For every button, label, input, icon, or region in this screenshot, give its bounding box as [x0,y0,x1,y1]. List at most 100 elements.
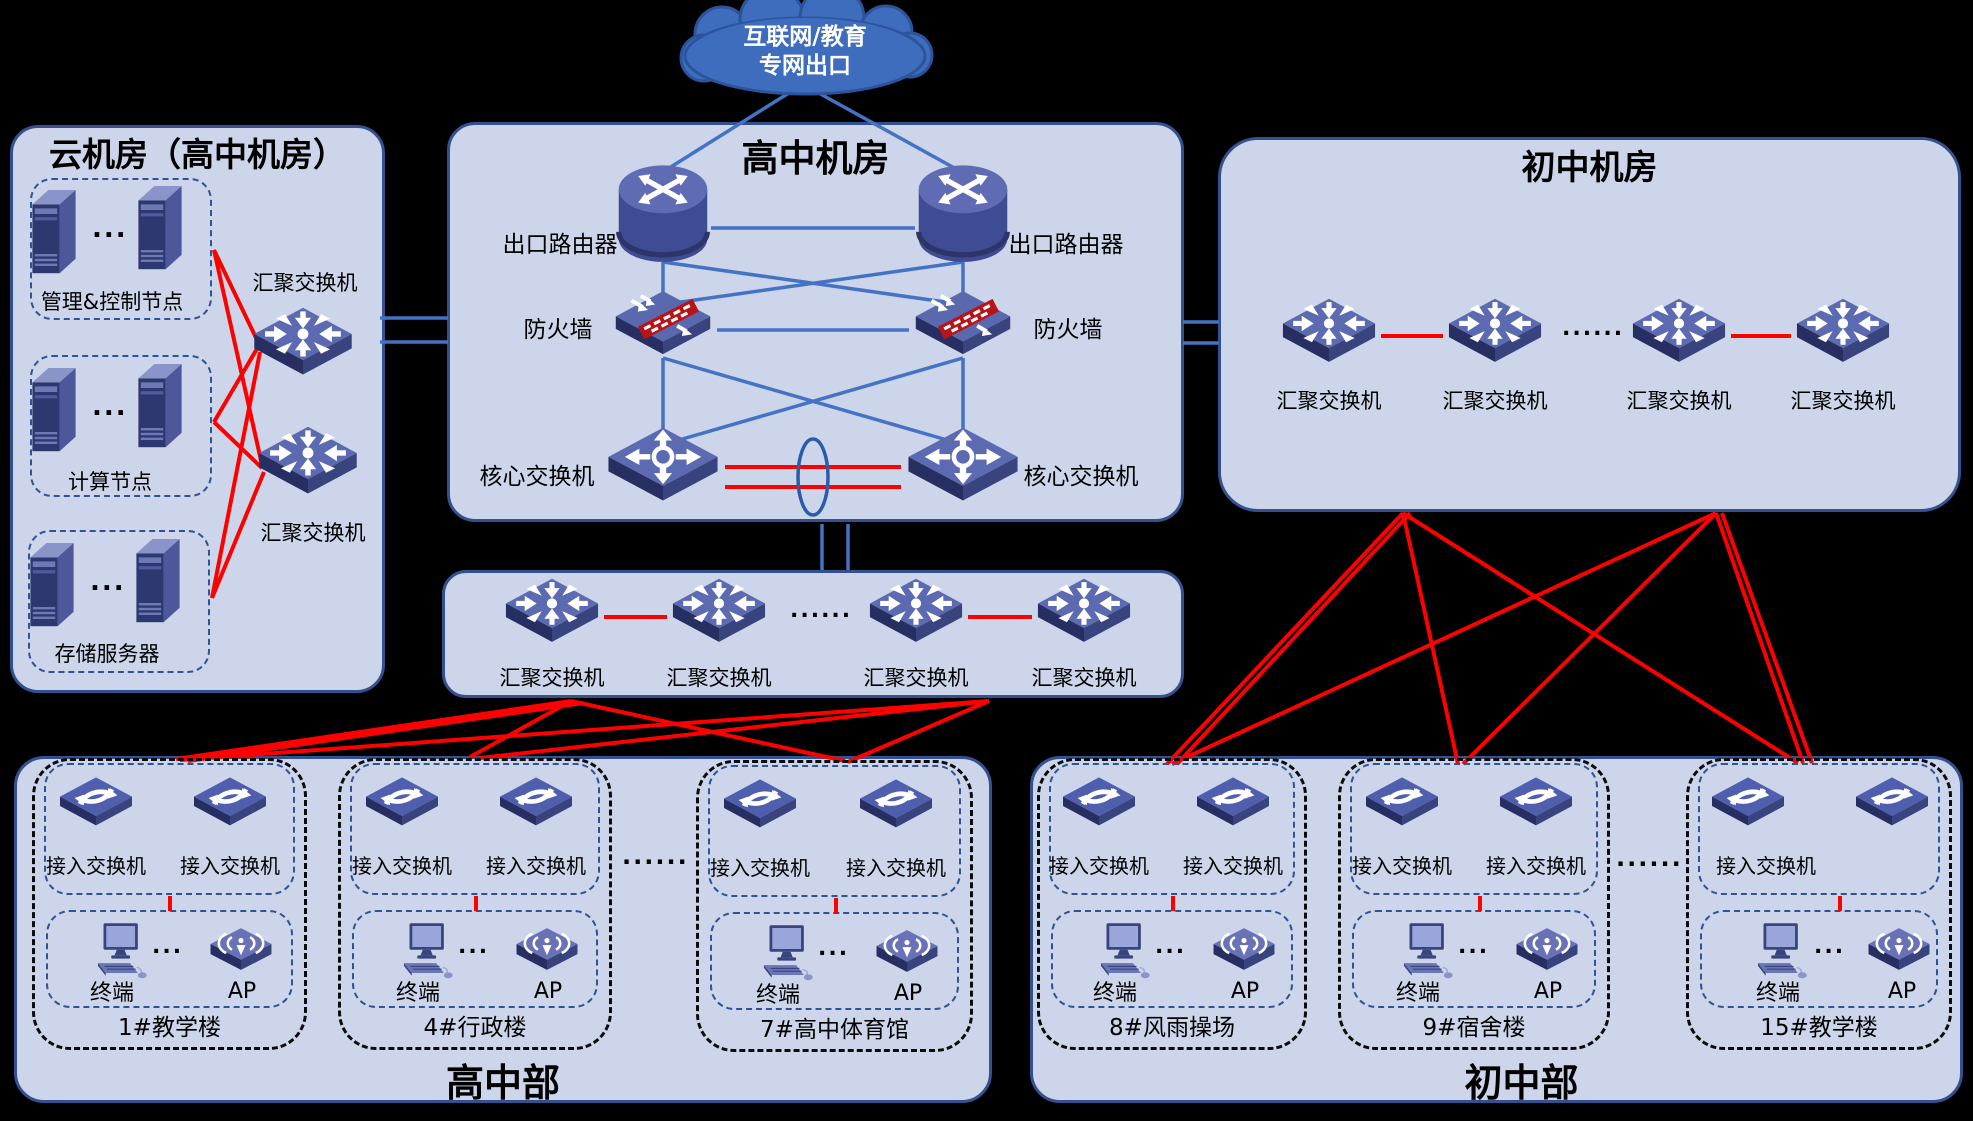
firewall-icon [911,288,1015,373]
terminal-label: 终端 [1755,981,1800,1006]
ap-icon [512,924,582,982]
agg-switch-label: 汇聚交换机 [863,666,969,690]
ap-label: AP [1887,979,1917,1004]
building-9: 接入交换机 接入交换机 ... 终端 AP 9#宿舍楼 [1338,758,1610,1050]
building-15: 接入交换机 ... 终端 AP 15#教学楼 [1686,758,1952,1050]
access-switch-label: 接入交换机 [46,854,146,878]
storage-server-label: 存储服务器 [54,642,160,666]
ap-icon [1864,924,1934,982]
uplink-tick [1838,896,1842,911]
ellipsis: ... [1458,934,1490,959]
access-switch-icon [1059,774,1139,838]
access-switch-group [1698,763,1940,895]
building-name: 15#教学楼 [1760,1015,1878,1041]
building-name: 7#高中体育馆 [760,1017,909,1043]
mgmt-node-label: 管理&控制节点 [40,290,184,314]
cloud-exit-label-line2: 专网出口 [759,53,851,79]
terminal-group [352,910,598,1008]
ap-label: AP [227,979,257,1004]
access-switch-label: 接入交换机 [1716,854,1816,878]
server-icon [132,356,188,452]
agg-switch-label: 汇聚交换机 [1031,666,1137,690]
uplink-tick [474,896,478,911]
uplink-tick [1478,896,1482,911]
ellipsis: ... [90,567,126,597]
access-switch-label: 接入交换机 [1183,854,1283,878]
terminal-label: 终端 [89,981,134,1006]
agg-switch-label: 汇聚交换机 [1442,389,1548,413]
ellipsis: ... [1814,934,1846,959]
uplink-tick [834,898,838,913]
mgmt-node-group [30,178,212,320]
access-switch-label: 接入交换机 [1486,854,1586,878]
access-switch-icon [1362,774,1442,838]
access-switch-icon [190,774,270,838]
core-switch-label: 核心交换机 [479,464,595,490]
building-name: 9#宿舍楼 [1422,1015,1526,1041]
agg-switch-icon [1032,577,1136,664]
ap-icon [206,924,276,982]
building-7: 接入交换机 接入交换机 ... 终端 AP 7#高中体育馆 [696,760,973,1052]
agg-switch-icon [1443,297,1547,384]
server-icon [26,182,82,278]
terminal-icon [1394,920,1456,984]
ellipsis: ...... [1562,316,1625,341]
agg-switch-icon [248,306,358,398]
terminal-label: 终端 [755,983,800,1008]
ap-label: AP [1230,979,1260,1004]
ap-icon [1209,924,1279,982]
agg-switch-label: 汇聚交换机 [666,666,772,690]
ellipsis: ... [1155,934,1187,959]
terminal-group [710,912,959,1010]
access-switch-icon [1708,774,1788,838]
building-name: 1#教学楼 [118,1015,221,1041]
terminal-icon [88,920,150,984]
building-8: 接入交换机 接入交换机 ... 终端 AP 8#风雨操场 [1037,758,1307,1050]
building-1: 接入交换机 接入交换机 ... 终端 AP 1#教学楼 [32,758,307,1050]
core-switch-label: 核心交换机 [1023,464,1139,490]
ap-label: AP [893,981,923,1006]
agg-switch-label: 汇聚交换机 [1790,389,1896,413]
ellipsis: ... [458,934,490,959]
building-4: 接入交换机 接入交换机 ... 终端 AP 4#行政楼 [338,758,612,1050]
access-switch-label: 接入交换机 [352,854,452,878]
ms-room-title: 初中机房 [1521,148,1658,188]
ap-icon [872,926,942,984]
firewall-label: 防火墙 [523,317,593,343]
router-label: 出口路由器 [502,232,618,258]
terminal-group [46,910,293,1008]
hs-room-title: 高中机房 [741,137,890,180]
terminal-icon [1091,920,1153,984]
terminal-icon [754,922,816,986]
ellipsis: ...... [1616,844,1683,872]
storage-server-group [28,530,210,673]
agg-switch-icon [1277,297,1381,384]
agg-switch-icon [1791,297,1895,384]
access-switch-label: 接入交换机 [180,854,280,878]
terminal-group [1700,910,1938,1008]
ap-label: AP [1533,979,1563,1004]
firewall-label: 防火墙 [1033,317,1103,343]
ellipsis: ... [152,934,184,959]
access-switch-icon [720,776,800,840]
terminal-group [1352,910,1596,1008]
access-switch-icon [56,774,136,838]
access-switch-group [44,763,295,895]
compute-node-label: 计算节点 [68,470,152,494]
agg-switch-icon [667,577,771,664]
access-switch-group [350,763,600,895]
server-icon [132,178,188,274]
access-switch-icon [1193,774,1273,838]
agg-switch-icon [864,577,968,664]
uplink-tick [168,896,172,911]
access-switch-label: 接入交换机 [710,856,810,880]
ellipsis: ... [818,936,850,961]
access-switch-icon [496,774,576,838]
ellipsis: ...... [790,598,853,623]
server-icon [26,360,82,456]
terminal-icon [1748,920,1810,984]
access-switch-label: 接入交换机 [486,854,586,878]
access-switch-icon [856,776,936,840]
agg-switch-label: 汇聚交换机 [252,271,358,295]
